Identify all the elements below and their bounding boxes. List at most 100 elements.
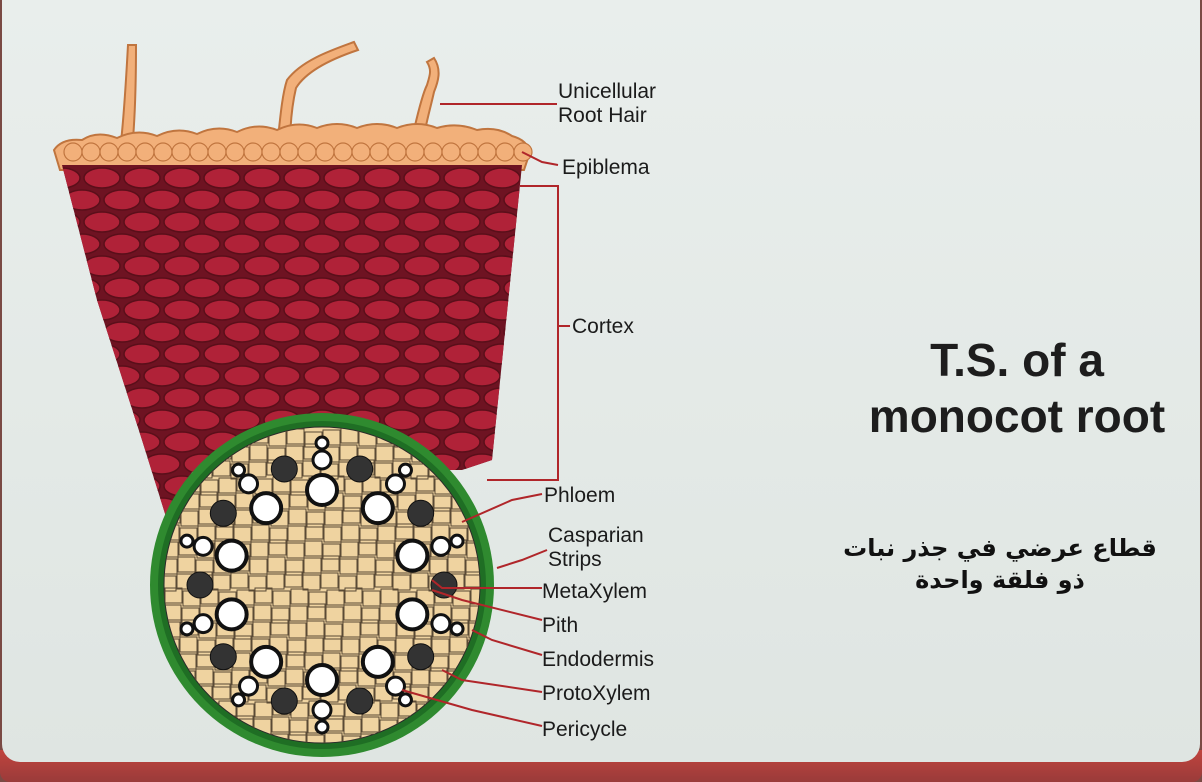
cortex-cell bbox=[504, 234, 540, 254]
cortex-cell bbox=[384, 366, 420, 386]
cortex-cell bbox=[64, 454, 100, 474]
pith-cell bbox=[165, 702, 182, 717]
cortex-cell bbox=[344, 190, 380, 210]
cortex-cell bbox=[84, 388, 120, 408]
cortex-cell bbox=[164, 256, 200, 276]
pith-cell bbox=[469, 732, 486, 747]
cortex-cell bbox=[464, 454, 500, 474]
epiblema-cell bbox=[478, 143, 496, 161]
epiblema-cell bbox=[406, 143, 424, 161]
cortex-cell bbox=[384, 234, 420, 254]
cortex-cell bbox=[464, 322, 500, 342]
cortex-cell bbox=[124, 476, 160, 496]
label-pith: Pith bbox=[542, 614, 578, 637]
cortex-cell bbox=[364, 344, 400, 364]
cortex-cell bbox=[44, 388, 80, 408]
metaxylem-vessel bbox=[251, 493, 281, 523]
cortex-cell bbox=[164, 432, 200, 452]
cortex-cell bbox=[124, 388, 160, 408]
cortex-cell bbox=[484, 256, 520, 276]
epiblema-cell bbox=[442, 143, 460, 161]
title-line-1: T.S. of a bbox=[832, 332, 1200, 388]
pith-cell bbox=[451, 734, 468, 749]
protoxylem-vessel bbox=[399, 694, 411, 706]
protoxylem-vessel bbox=[432, 615, 450, 633]
cortex-cell bbox=[224, 234, 260, 254]
slide-panel: Unicellular Root Hair Epiblema Cortex Ph… bbox=[2, 0, 1200, 762]
cortex-cell bbox=[224, 190, 260, 210]
epiblema-cell bbox=[388, 143, 406, 161]
cortex-cell bbox=[284, 388, 320, 408]
protoxylem-vessel bbox=[233, 464, 245, 476]
phloem-patch bbox=[408, 644, 434, 670]
phloem-patch bbox=[187, 572, 213, 598]
epiblema-cell bbox=[226, 143, 244, 161]
cortex-cell bbox=[264, 322, 300, 342]
diagram-labels: Unicellular Root Hair Epiblema Cortex Ph… bbox=[542, 80, 656, 741]
cortex-cell bbox=[364, 388, 400, 408]
protoxylem-vessel bbox=[181, 535, 193, 547]
cortex-cell bbox=[204, 256, 240, 276]
cortex-cell bbox=[244, 388, 280, 408]
cortex-cell bbox=[84, 344, 120, 364]
cortex-cell bbox=[104, 366, 140, 386]
epiblema-cell bbox=[316, 143, 334, 161]
pith-cell bbox=[182, 717, 199, 732]
phloem-patch bbox=[271, 688, 297, 714]
pith-cell bbox=[159, 685, 176, 700]
protoxylem-vessel bbox=[316, 721, 328, 733]
metaxylem-vessel bbox=[307, 665, 337, 695]
cortex-cell bbox=[184, 366, 220, 386]
pith-cell bbox=[433, 736, 450, 751]
cortex-cell bbox=[504, 190, 540, 210]
cortex-cell bbox=[264, 190, 300, 210]
protoxylem-vessel bbox=[240, 475, 258, 493]
phloem-patch bbox=[210, 644, 236, 670]
cortex-cell bbox=[444, 212, 480, 232]
protoxylem-vessel bbox=[240, 677, 258, 695]
epiblema-cell bbox=[244, 143, 262, 161]
cortex-cell bbox=[144, 278, 180, 298]
cortex-cell bbox=[324, 344, 360, 364]
cortex-cell bbox=[164, 212, 200, 232]
label-endodermis: Endodermis bbox=[542, 648, 654, 671]
cortex-cell bbox=[84, 168, 120, 188]
cortex-cell bbox=[424, 322, 460, 342]
pith-cell bbox=[471, 480, 488, 495]
cortex-cell bbox=[204, 212, 240, 232]
phloem-patch bbox=[347, 456, 373, 482]
cortex-cell bbox=[124, 344, 160, 364]
protoxylem-vessel bbox=[194, 615, 212, 633]
cortex-cell bbox=[144, 366, 180, 386]
cortex-cell bbox=[164, 344, 200, 364]
pith-cell bbox=[217, 735, 234, 750]
epiblema-cell bbox=[136, 143, 154, 161]
cortex-cell bbox=[44, 344, 80, 364]
pith-cell bbox=[164, 719, 181, 734]
cortex-cell bbox=[324, 168, 360, 188]
cortex-cell bbox=[204, 168, 240, 188]
cortex-cell bbox=[384, 190, 420, 210]
cortex-cell bbox=[444, 388, 480, 408]
metaxylem-vessel bbox=[363, 647, 393, 677]
metaxylem-vessel bbox=[397, 541, 427, 571]
epiblema-cell bbox=[100, 143, 118, 161]
cortex-cell bbox=[484, 432, 520, 452]
pith-cell bbox=[488, 718, 505, 733]
metaxylem-vessel bbox=[307, 475, 337, 505]
cortex-cell bbox=[504, 366, 540, 386]
cortex-cell bbox=[124, 300, 160, 320]
pith-cell bbox=[483, 461, 500, 476]
cortex-cell bbox=[164, 168, 200, 188]
label-protoxylem: ProtoXylem bbox=[542, 682, 651, 705]
label-unicellular: Unicellular bbox=[558, 80, 656, 103]
cortex-cell bbox=[464, 190, 500, 210]
label-metaxylem: MetaXylem bbox=[542, 580, 647, 603]
cortex-cell bbox=[104, 190, 140, 210]
epiblema-cell bbox=[118, 143, 136, 161]
cortex-cell bbox=[404, 344, 440, 364]
cortex-cell bbox=[444, 256, 480, 276]
cortex-cell bbox=[44, 300, 80, 320]
cortex-cell bbox=[424, 234, 460, 254]
cortex-cell bbox=[104, 278, 140, 298]
